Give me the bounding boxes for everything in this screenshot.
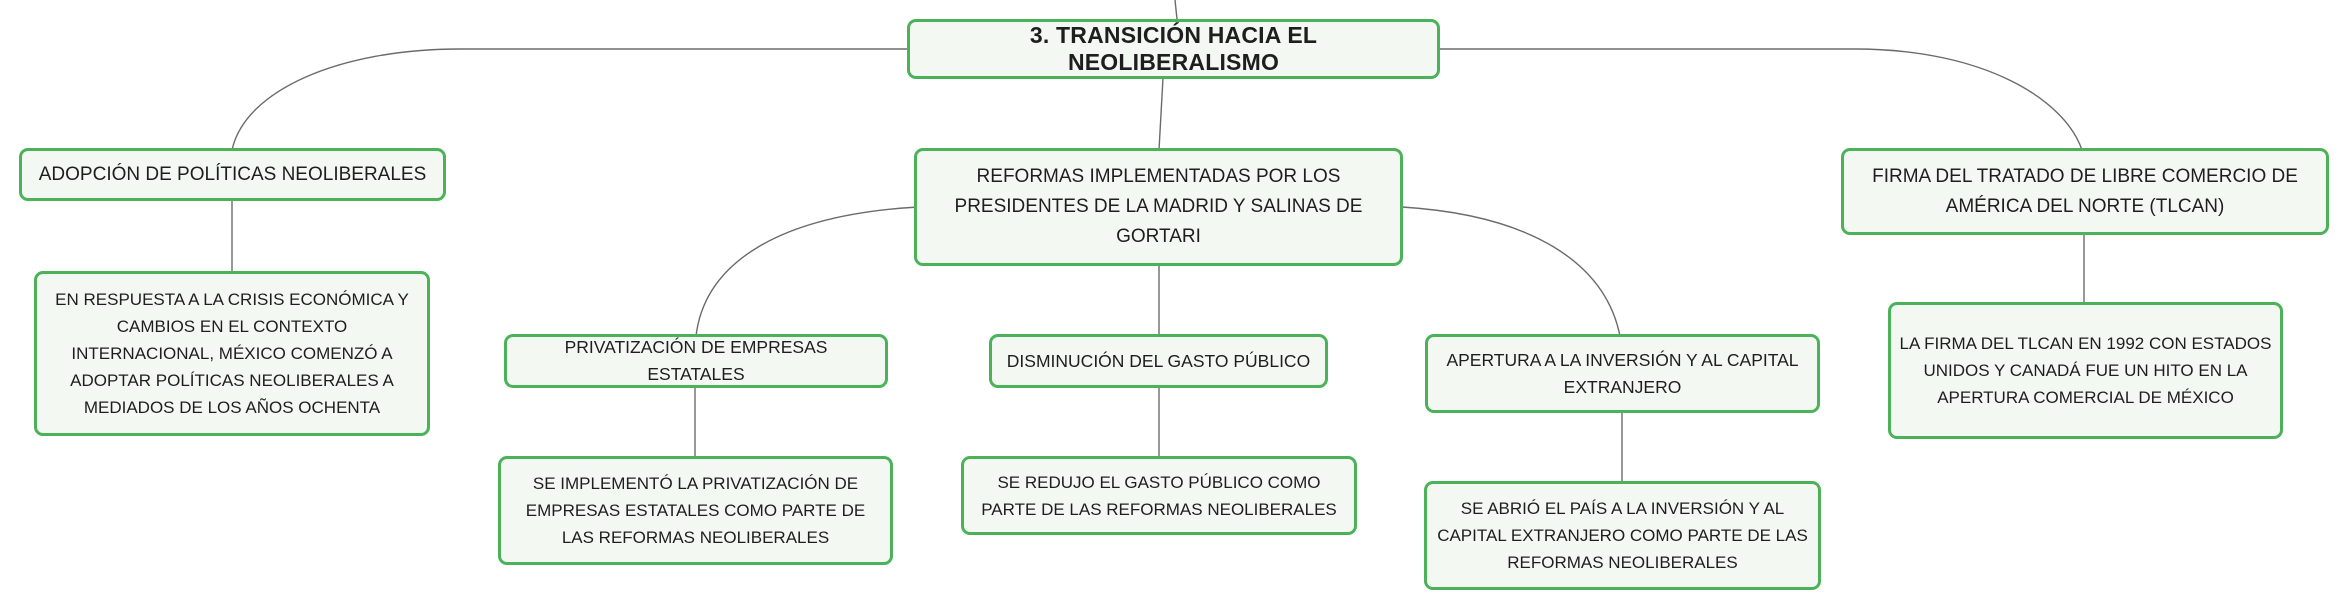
detail-gasto-label: SE REDUJO EL GASTO PÚBLICO COMO PARTE DE… <box>981 472 1337 519</box>
connector-center-privatizacion <box>695 206 919 337</box>
branch-adopcion[interactable]: ADOPCIÓN DE POLÍTICAS NEOLIBERALES <box>19 148 446 201</box>
connector-root-center <box>1158 77 1164 151</box>
connector-root-left <box>231 48 907 151</box>
subtopic-gasto-label: DISMINUCIÓN DEL GASTO PÚBLICO <box>1006 350 1311 371</box>
branch-reformas[interactable]: REFORMAS IMPLEMENTADAS POR LOS PRESIDENT… <box>914 148 1403 266</box>
detail-adopcion-label: EN RESPUESTA A LA CRISIS ECONÓMICA Y CAM… <box>55 290 409 417</box>
subtopic-privatizacion[interactable]: PRIVATIZACIÓN DE EMPRESAS ESTATALES <box>504 334 888 388</box>
subtopic-apertura-label: APERTURA A LA INVERSIÓN Y AL CAPITAL EXT… <box>1446 349 1799 397</box>
branch-tlcan-label: FIRMA DEL TRATADO DE LIBRE COMERCIO DE A… <box>1872 165 2298 217</box>
subtopic-apertura[interactable]: APERTURA A LA INVERSIÓN Y AL CAPITAL EXT… <box>1425 334 1820 413</box>
detail-privatizacion-label: SE IMPLEMENTÓ LA PRIVATIZACIÓN DE EMPRES… <box>525 474 866 547</box>
detail-apertura-label: SE ABRIÓ EL PAÍS A LA INVERSIÓN Y AL CAP… <box>1437 499 1808 572</box>
detail-gasto[interactable]: SE REDUJO EL GASTO PÚBLICO COMO PARTE DE… <box>961 456 1357 535</box>
root-topic-label: 3. TRANSICIÓN HACIA EL NEOLIBERALISMO <box>1029 22 1318 75</box>
connector-center-apertura <box>1401 206 1621 337</box>
root-topic[interactable]: 3. TRANSICIÓN HACIA EL NEOLIBERALISMO <box>907 19 1440 79</box>
subtopic-privatizacion-label: PRIVATIZACIÓN DE EMPRESAS ESTATALES <box>564 337 828 384</box>
detail-tlcan[interactable]: LA FIRMA DEL TLCAN EN 1992 CON ESTADOS U… <box>1888 302 2283 439</box>
connector-from-parent <box>1174 0 1178 20</box>
detail-privatizacion[interactable]: SE IMPLEMENTÓ LA PRIVATIZACIÓN DE EMPRES… <box>498 456 893 565</box>
detail-apertura[interactable]: SE ABRIÓ EL PAÍS A LA INVERSIÓN Y AL CAP… <box>1424 481 1821 590</box>
subtopic-gasto[interactable]: DISMINUCIÓN DEL GASTO PÚBLICO <box>989 334 1328 388</box>
detail-tlcan-label: LA FIRMA DEL TLCAN EN 1992 CON ESTADOS U… <box>1899 334 2272 407</box>
branch-reformas-label: REFORMAS IMPLEMENTADAS POR LOS PRESIDENT… <box>954 166 1363 247</box>
branch-tlcan[interactable]: FIRMA DEL TRATADO DE LIBRE COMERCIO DE A… <box>1841 148 2329 235</box>
connector-root-right <box>1440 48 2083 151</box>
detail-adopcion[interactable]: EN RESPUESTA A LA CRISIS ECONÓMICA Y CAM… <box>34 271 430 436</box>
branch-adopcion-label: ADOPCIÓN DE POLÍTICAS NEOLIBERALES <box>38 163 427 185</box>
